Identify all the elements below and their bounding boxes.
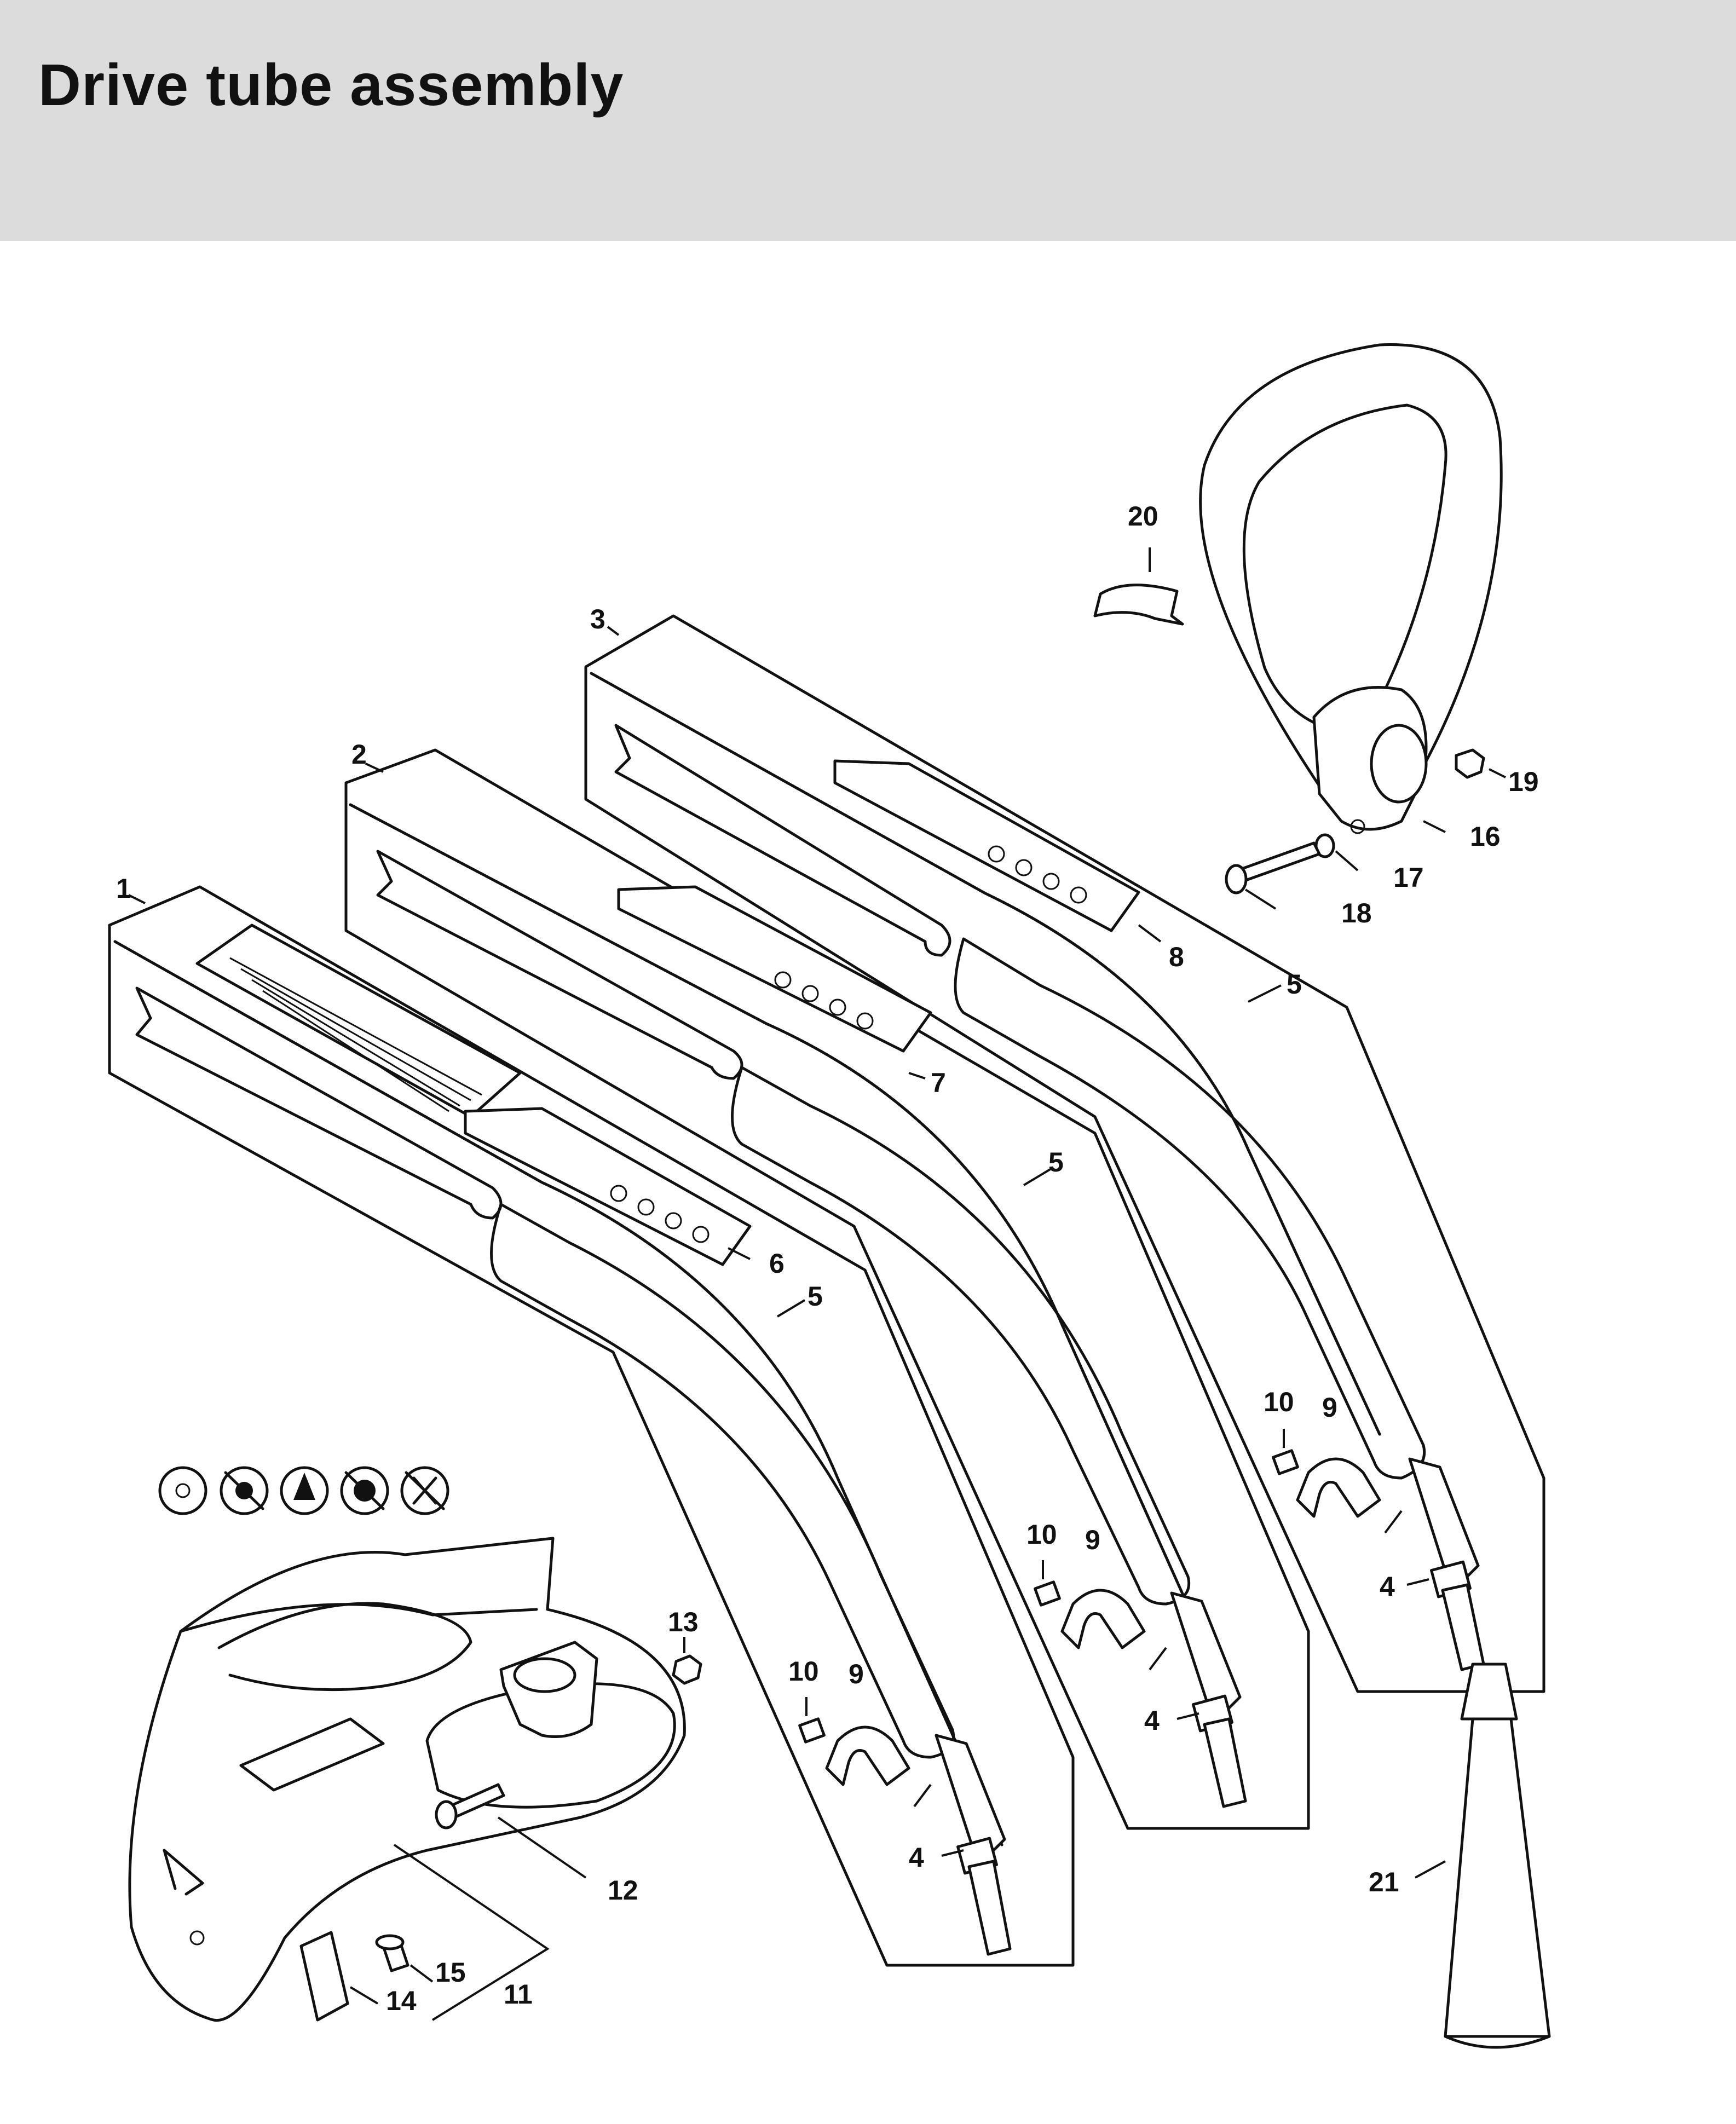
shaft-end-4c bbox=[1408, 1457, 1485, 1671]
callout-9-a: 9 bbox=[849, 1659, 864, 1689]
clamp-9c bbox=[1272, 1449, 1381, 1518]
warning-label-8 bbox=[988, 845, 1087, 904]
nut-19 bbox=[1455, 748, 1485, 779]
grease-tube bbox=[1444, 1663, 1551, 2049]
leader-lines bbox=[128, 547, 1506, 2005]
drive-tube-assembly-1 bbox=[108, 885, 1075, 1967]
callout-2: 2 bbox=[351, 739, 367, 770]
screw-15 bbox=[375, 1934, 410, 1972]
callout-10-c: 10 bbox=[1264, 1387, 1294, 1417]
callout-20: 20 bbox=[1128, 501, 1158, 532]
loop-handle bbox=[1093, 343, 1503, 894]
callout-3: 3 bbox=[590, 604, 605, 634]
circular-saw-blade-icon bbox=[400, 1466, 449, 1515]
shaft-end-4b bbox=[1170, 1591, 1247, 1808]
callout-18: 18 bbox=[1341, 898, 1372, 928]
header-bar: Drive tube assembly bbox=[0, 0, 1736, 241]
warning-label-7 bbox=[774, 971, 874, 1030]
callout-8: 8 bbox=[1169, 942, 1184, 972]
clamp-9b bbox=[1034, 1580, 1146, 1649]
callout-9-c: 9 bbox=[1322, 1392, 1337, 1423]
deflector-guard bbox=[128, 1537, 702, 2022]
warning-label-6 bbox=[610, 1185, 710, 1243]
drive-tube-assembly-2 bbox=[344, 748, 1310, 1830]
callout-6: 6 bbox=[769, 1248, 785, 1279]
callout-19: 19 bbox=[1508, 766, 1539, 797]
brush-knife-icon bbox=[340, 1466, 389, 1515]
callout-17: 17 bbox=[1393, 862, 1424, 893]
callout-4-a: 4 bbox=[909, 1842, 924, 1873]
grass-blade-icon bbox=[280, 1466, 329, 1515]
callout-15: 15 bbox=[435, 1957, 466, 1988]
page-title: Drive tube assembly bbox=[38, 51, 624, 118]
callout-4-c: 4 bbox=[1380, 1571, 1395, 1602]
mowing-head-icon bbox=[220, 1466, 269, 1515]
callout-10-a: 10 bbox=[788, 1656, 819, 1687]
attachment-icons bbox=[158, 1466, 449, 1515]
callouts: 3 2 1 20 19 16 17 18 8 7 6 5 5 5 10 9 10… bbox=[116, 501, 1539, 2016]
clamp-9a bbox=[798, 1717, 910, 1786]
screw-12 bbox=[435, 1783, 505, 1829]
callout-12: 12 bbox=[608, 1875, 638, 1906]
screw-18 bbox=[1225, 841, 1321, 894]
callout-14: 14 bbox=[386, 1986, 417, 2016]
callout-16: 16 bbox=[1470, 821, 1501, 852]
plate-14 bbox=[299, 1931, 349, 2022]
callout-5-c: 5 bbox=[1287, 969, 1302, 1000]
callout-5-a: 5 bbox=[808, 1281, 823, 1312]
callout-9-b: 9 bbox=[1085, 1525, 1100, 1555]
callout-21: 21 bbox=[1369, 1867, 1399, 1897]
callout-11: 11 bbox=[504, 1979, 533, 2010]
callout-4-b: 4 bbox=[1144, 1705, 1160, 1736]
callout-13: 13 bbox=[668, 1607, 699, 1637]
drive-tube-assembly-3 bbox=[584, 614, 1545, 1693]
callout-10-b: 10 bbox=[1026, 1519, 1057, 1550]
callout-7: 7 bbox=[931, 1067, 946, 1098]
callout-1: 1 bbox=[116, 873, 131, 904]
callout-5-b: 5 bbox=[1048, 1147, 1064, 1178]
grass-trimmer-head-icon bbox=[158, 1466, 207, 1515]
shaft-end-4a bbox=[935, 1734, 1012, 1956]
sleeve-20 bbox=[1093, 584, 1184, 626]
nut-13 bbox=[672, 1654, 702, 1685]
